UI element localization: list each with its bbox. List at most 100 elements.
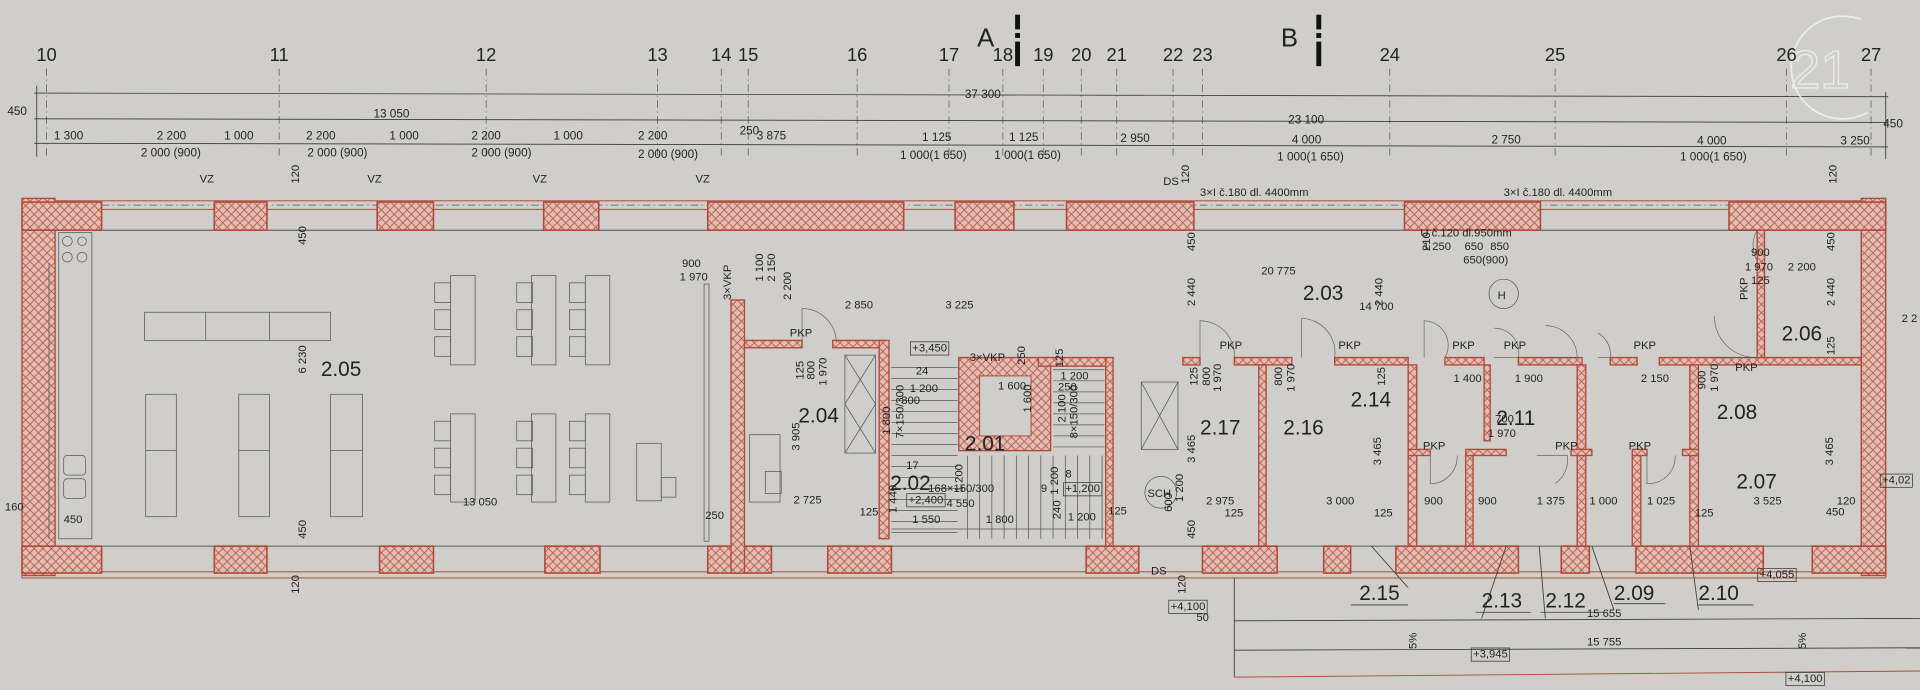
dimension-annotation: 120	[1180, 165, 1192, 184]
chair	[516, 282, 534, 303]
segment-dimension: 2 200	[157, 130, 187, 143]
dimension-annotation: 450	[1186, 520, 1198, 539]
dimension-annotation: PKP	[1504, 340, 1527, 352]
dimension-annotation: VZ	[696, 173, 711, 185]
dimension-annotation: 4 550	[947, 498, 975, 510]
wall-pier	[1085, 545, 1140, 574]
dimension-annotation: VZ	[533, 173, 548, 185]
dimension-annotation: 1 200	[1068, 511, 1096, 523]
grid-axis-label: 24	[1380, 44, 1400, 65]
room-number: 2.10	[1698, 582, 1738, 605]
dimension-annotation: 250	[1058, 382, 1077, 394]
level-mark-box	[1757, 567, 1797, 582]
dimension-annotation: 450	[1826, 507, 1845, 519]
segment-dimension: 250	[740, 125, 760, 138]
dimension-annotation: 210	[1421, 232, 1433, 251]
window-piers-bottom	[21, 545, 1887, 574]
segment-dimension: 1 000	[553, 130, 583, 143]
dimension-annotation: DS	[1163, 176, 1179, 188]
dimension-annotation: 3×VKP	[970, 352, 1005, 364]
grid-axis-label: 16	[847, 44, 867, 65]
dimension-annotation: 8×150/300	[1069, 385, 1081, 438]
dimension-annotation: 900	[682, 258, 701, 270]
overall-dimension: 450	[7, 105, 27, 118]
dimension-annotation: 2 440	[1825, 278, 1837, 306]
dimension-annotation: 700	[1495, 413, 1514, 425]
dimension-annotation: 1 200	[1049, 467, 1061, 495]
dimension-annotation: 850	[1490, 241, 1509, 253]
wall-pier	[954, 201, 1015, 232]
dimension-annotation: H	[1498, 290, 1506, 302]
dimension-annotation: 50	[1196, 612, 1209, 624]
dimension-annotation: 120	[1828, 165, 1840, 184]
dimension-annotation: DS	[1151, 565, 1167, 577]
opening-dimension: 1 000(1 650)	[994, 149, 1061, 162]
dimension-annotation: VZ	[200, 173, 215, 185]
wall-pier	[1201, 545, 1278, 574]
segment-dimension: 4 000	[1697, 134, 1727, 147]
opening-dimension: 2 000 (900)	[141, 147, 201, 160]
grid-axis-label: 11	[270, 44, 289, 65]
dimension-annotation: 3 905	[791, 422, 803, 450]
dimension-annotation: 2 440	[1186, 278, 1198, 306]
dimension-annotation: 1 900	[1515, 373, 1543, 385]
room-number: 2.05	[321, 358, 361, 381]
dimension-annotation: PKP	[1423, 440, 1446, 452]
dimension-annotation: PKP	[790, 328, 813, 340]
room-number: 2.03	[1303, 282, 1343, 305]
overall-dimension: 37 300	[965, 88, 1001, 101]
grid-axis-label: 20	[1071, 44, 1091, 65]
chair	[569, 420, 586, 442]
dimension-annotation: 800	[805, 361, 817, 380]
grid-axis-label: 17	[939, 44, 959, 65]
table	[531, 275, 557, 366]
grid-axis-label: 23	[1192, 44, 1212, 65]
dimension-annotation: 125	[794, 361, 806, 380]
dimension-annotation: 1 970	[1285, 364, 1297, 392]
dimension-annotation: 900	[1751, 247, 1770, 259]
segment-dimension: 1 125	[1009, 131, 1039, 144]
dimension-annotation: 3 465	[1186, 435, 1198, 463]
level-mark-box	[1785, 672, 1825, 687]
wall-pier	[1403, 201, 1542, 232]
dimension-annotation: 1 970	[680, 271, 708, 283]
chair	[434, 447, 451, 469]
dimension-annotation: 3 465	[1824, 437, 1836, 465]
room-number: 2.02	[890, 472, 930, 495]
dimension-annotation: 3 465	[1372, 437, 1384, 465]
dimension-annotation: 20 775	[1261, 265, 1295, 277]
wall-pier	[376, 201, 435, 232]
wall-pier	[378, 545, 435, 574]
grid-axis-label: 12	[476, 44, 496, 65]
segment-dimension: 3 875	[757, 130, 787, 143]
wall-pier	[21, 545, 103, 574]
chair	[516, 447, 534, 469]
dimension-annotation: 125	[1695, 508, 1714, 520]
wall-pier	[826, 545, 893, 574]
dimension-annotation: PKP	[1738, 277, 1750, 300]
room-number: 2.04	[798, 404, 838, 427]
dimension-annotation: 125	[1376, 367, 1388, 386]
overall-dimension: 450	[1883, 117, 1903, 130]
dimension-annotation: 2 975	[1206, 495, 1234, 507]
doors	[801, 229, 1758, 484]
dimension-annotation: 1 600	[998, 380, 1026, 392]
dimension-annotation: 120	[290, 165, 302, 184]
wall-pier	[1065, 201, 1195, 232]
terrace-outline	[1233, 545, 1920, 678]
dimension-annotation: SCH	[1147, 488, 1171, 500]
wall-pier	[542, 201, 600, 232]
room-number: 2.12	[1545, 589, 1585, 612]
chair	[434, 474, 451, 496]
segment-dimension: 1 000	[224, 130, 254, 143]
dimension-annotation: 2 200	[782, 272, 794, 300]
dimension-annotation: 1 970	[1709, 364, 1721, 392]
dimension-annotation: 168×150/300	[928, 483, 994, 495]
dimension-annotation: 14 700	[1359, 301, 1393, 313]
wall-pier	[213, 545, 268, 574]
level-mark-box	[1063, 482, 1103, 497]
grid-axis-label: 18	[993, 44, 1013, 65]
dimension-annotation: 6 230	[297, 345, 309, 373]
dimension-annotation: 125	[1825, 336, 1837, 355]
